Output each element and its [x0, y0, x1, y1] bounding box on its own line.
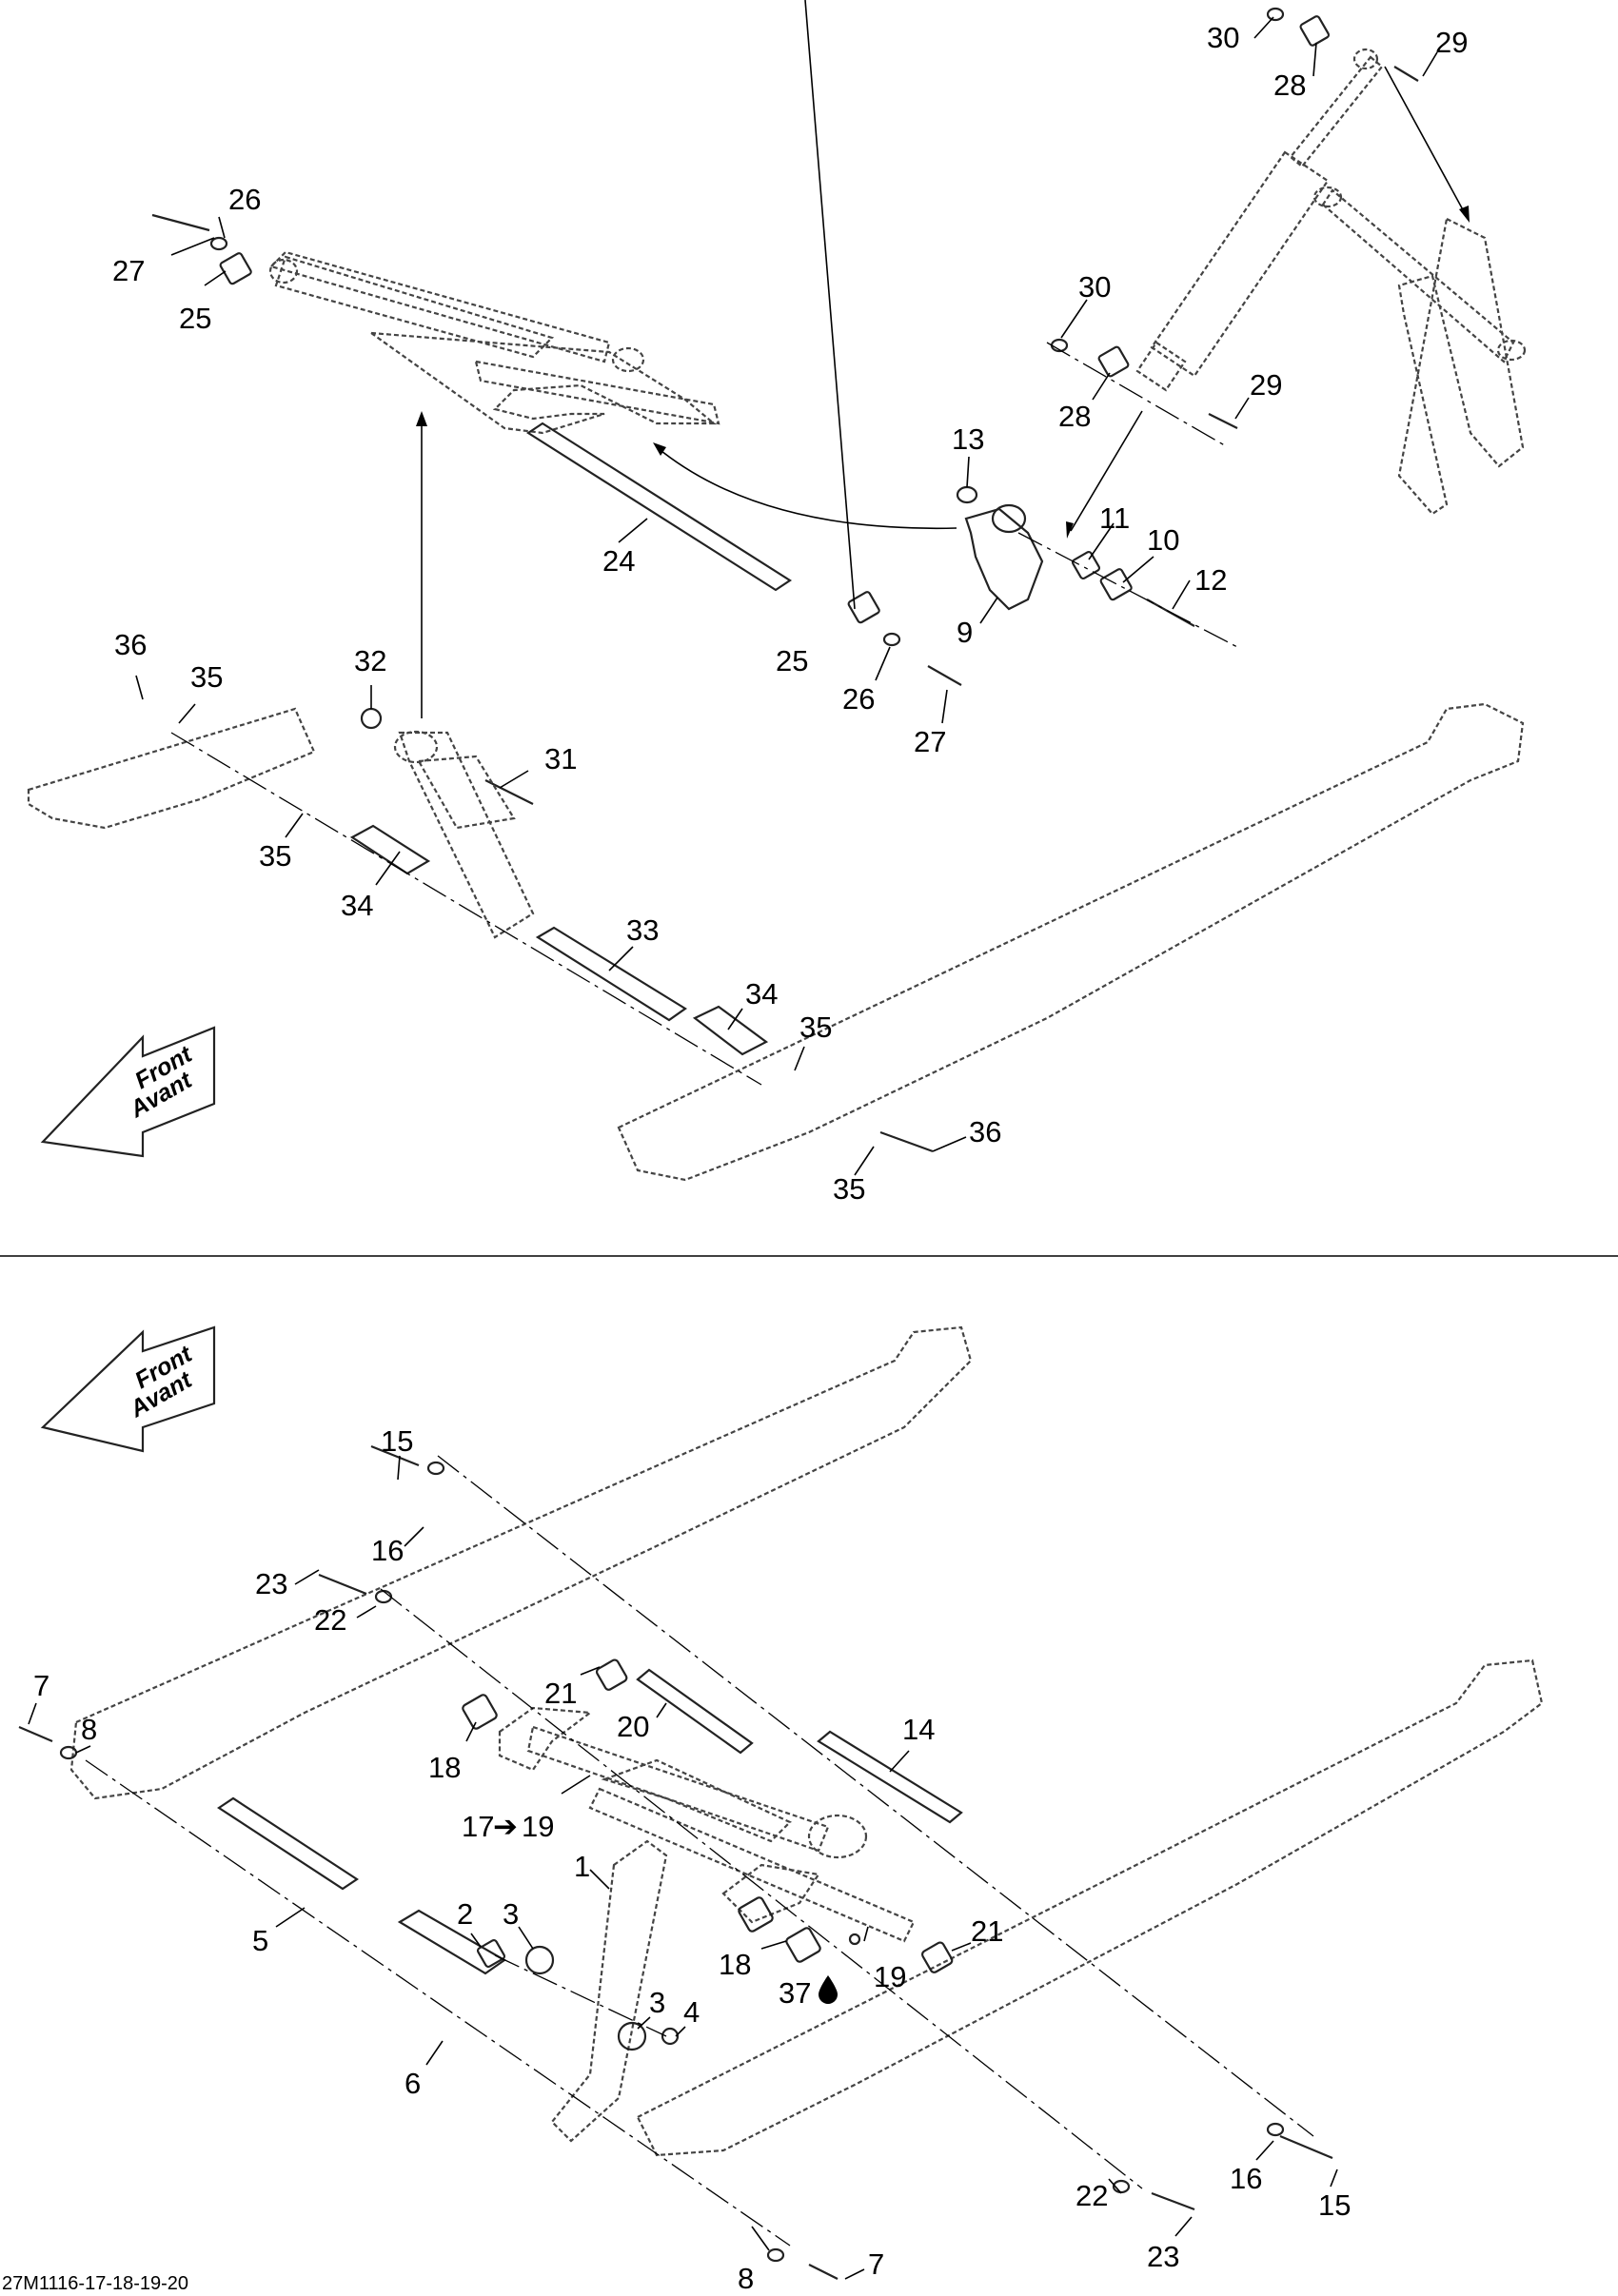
shaft-24: [525, 422, 793, 592]
callout-11: 11: [1099, 501, 1130, 535]
spacer-34b: [692, 1005, 769, 1056]
callout-9: 9: [957, 616, 973, 649]
callout-26-mid: 26: [842, 682, 875, 716]
callout-17: 17: [462, 1810, 494, 1843]
bracket-bushing: [991, 503, 1027, 534]
bracket-9: [964, 507, 1044, 611]
callout-35-bottom: 35: [833, 1172, 865, 1206]
callout-26-top: 26: [228, 183, 261, 216]
assembly-arrows: [416, 66, 1470, 718]
callout-36-right: 36: [969, 1115, 1001, 1148]
callout-16-upper: 16: [371, 1534, 404, 1567]
callout-25-mid: 25: [776, 644, 808, 677]
callout-21-lower: 21: [971, 1914, 1003, 1948]
front-direction-arrow-top: Front Avant: [40, 1026, 216, 1158]
callout-35-left: 35: [190, 660, 223, 694]
callout-29-upper: 29: [1435, 26, 1468, 59]
callout-3-upper: 3: [503, 1897, 519, 1931]
illustration-code: 27M1116-17-18-19-20: [2, 2273, 188, 2294]
callout-33: 33: [626, 913, 659, 947]
callout-7-upper: 7: [33, 1669, 49, 1702]
callout-1: 1: [574, 1850, 590, 1883]
right-rail-bottom: [636, 1658, 1544, 2157]
shaft-5: [217, 1796, 359, 1891]
callout-24: 24: [602, 544, 635, 578]
callout-30-mid: 30: [1078, 270, 1111, 304]
callout-32: 32: [354, 644, 386, 677]
limiter-strap-1: [550, 1839, 668, 2143]
callout-15-lower: 15: [1318, 2188, 1351, 2222]
callout-27-top: 27: [112, 254, 145, 287]
callout-28-upper: 28: [1273, 69, 1306, 102]
callout-30-upper: 30: [1207, 21, 1239, 54]
shaft-14: [817, 1730, 963, 1824]
callout-22-lower: 22: [1075, 2179, 1108, 2212]
rear-suspension-top-assembly: Front Avant: [27, 0, 1527, 1206]
callouts-bottom: 15 16 23 22 7 8 21 20 14 18 17 ➔ 19 1 21…: [33, 1424, 1351, 2295]
callout-20: 20: [617, 1710, 649, 1743]
leader-lines-bottom: [28, 1455, 1338, 2280]
callout-22-upper: 22: [314, 1603, 346, 1637]
callout-4: 4: [683, 1995, 700, 2029]
callout-21-upper: 21: [544, 1677, 577, 1710]
callout-7-lower: 7: [868, 2247, 884, 2281]
callout-14: 14: [902, 1713, 935, 1746]
callout-35-lower-left: 35: [259, 839, 291, 873]
callout-36-left: 36: [114, 628, 147, 661]
callout-31: 31: [544, 742, 577, 775]
callout-35-right: 35: [799, 1011, 832, 1044]
callout-34-right: 34: [745, 977, 778, 1011]
left-rail-bottom: [69, 1325, 973, 1800]
callout-13: 13: [952, 422, 984, 456]
callout-23-upper: 23: [255, 1567, 287, 1600]
tube-33: [535, 926, 687, 1022]
lubricant-drop-icon: [819, 1975, 838, 2004]
callout-34-left: 34: [341, 889, 373, 922]
callout-19-lower: 19: [874, 1960, 906, 1993]
rear-shock-absorber: [393, 730, 535, 939]
callout-23-lower: 23: [1147, 2240, 1179, 2273]
left-rail-top: [27, 707, 316, 830]
callout-25-top: 25: [179, 302, 211, 335]
callout-8-lower: 8: [738, 2262, 754, 2295]
callout-28-mid: 28: [1058, 400, 1091, 433]
callout-8-upper: 8: [81, 1713, 97, 1746]
callout-6: 6: [404, 2067, 421, 2100]
right-rail-top: [617, 702, 1525, 1182]
callout-2: 2: [457, 1897, 473, 1931]
front-arm: [268, 250, 720, 435]
shaft-20: [636, 1668, 754, 1755]
callout-5: 5: [252, 1924, 268, 1957]
callout-15-upper: 15: [381, 1424, 413, 1458]
bushings-bottom: [462, 1658, 954, 1973]
small-hardware-top: [151, 7, 1419, 1153]
front-direction-arrow-bottom: Front Avant: [40, 1325, 216, 1453]
center-arm: [498, 1706, 916, 1943]
callout-18-lower: 18: [719, 1948, 751, 1981]
rear-pivot-bracket: [1312, 186, 1527, 516]
small-hardware-bottom: [18, 1444, 1333, 2280]
spacer-34a: [349, 824, 431, 875]
leader-lines-top: [135, 0, 1438, 1176]
callout-27-mid: 27: [914, 725, 946, 758]
callout-29-mid: 29: [1250, 368, 1282, 402]
rear-suspension-bottom-assembly: Front Avant: [18, 1325, 1544, 2295]
upper-shock-absorber: [1135, 48, 1384, 392]
callout-12: 12: [1194, 563, 1227, 597]
callouts-top: 30 28 29 26 27 25 30 28 29 13 11 10 12 9…: [112, 21, 1468, 1206]
callout-16-lower: 16: [1230, 2162, 1262, 2195]
callout-37: 37: [779, 1976, 811, 2010]
callout-3-lower: 3: [649, 1986, 665, 2019]
arrow-17-to-19: ➔: [493, 1810, 518, 1843]
callout-18-upper: 18: [428, 1751, 461, 1784]
callout-19-upper: 19: [522, 1810, 554, 1843]
callout-10: 10: [1147, 523, 1179, 557]
